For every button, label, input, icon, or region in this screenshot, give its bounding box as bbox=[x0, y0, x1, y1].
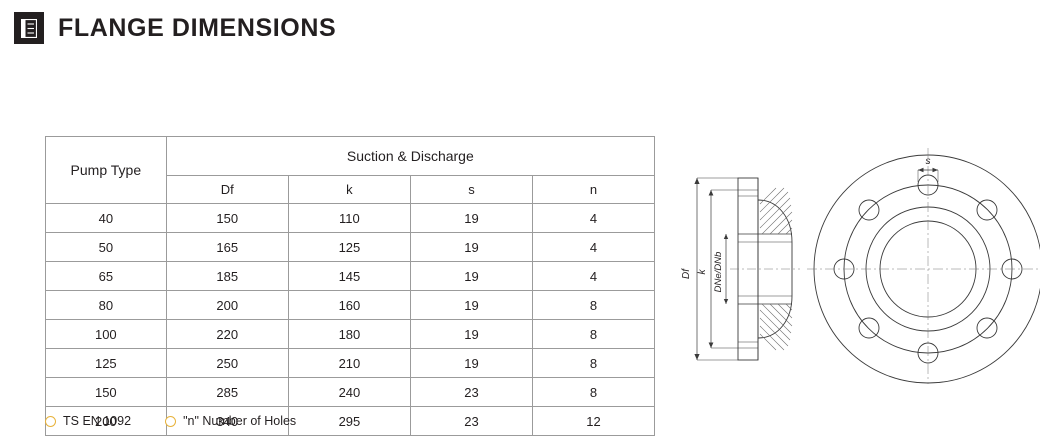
flange-technical-drawing: Df k DNe/DNb s bbox=[680, 138, 1040, 384]
cell-k: 145 bbox=[287, 261, 412, 291]
cell-s: 19 bbox=[410, 203, 533, 233]
cell-s: 23 bbox=[410, 406, 533, 436]
circle-marker-icon bbox=[45, 415, 56, 427]
table-row: 100 220 180 19 8 bbox=[45, 319, 656, 349]
cell-k: 295 bbox=[287, 406, 412, 436]
cell-s: 19 bbox=[410, 319, 533, 349]
table-head: Pump Type Suction & Discharge Df k s n bbox=[45, 136, 656, 204]
label-s: s bbox=[926, 156, 931, 167]
table-row: 40 150 110 19 4 bbox=[45, 203, 656, 233]
cell-pump-type: 50 bbox=[45, 232, 167, 262]
cell-n: 4 bbox=[531, 261, 656, 291]
legend: TS EN 1092 "n" Number of Holes bbox=[45, 414, 296, 428]
cell-df: 340 bbox=[165, 406, 289, 436]
cell-k: 240 bbox=[287, 377, 412, 407]
column-header-pump-type: Pump Type bbox=[45, 136, 167, 204]
cell-s: 19 bbox=[410, 290, 533, 320]
legend-item-label: "n" Number of Holes bbox=[183, 414, 297, 428]
cell-n: 8 bbox=[531, 290, 656, 320]
cell-df: 165 bbox=[165, 232, 289, 262]
cell-n: 4 bbox=[531, 232, 656, 262]
label-df: Df bbox=[681, 268, 692, 279]
page-header: FLANGE DIMENSIONS bbox=[14, 12, 336, 44]
legend-item-holes: "n" Number of Holes bbox=[165, 414, 296, 428]
cell-df: 200 bbox=[165, 290, 289, 320]
cell-k: 125 bbox=[287, 232, 412, 262]
cell-k: 160 bbox=[287, 290, 412, 320]
column-header-k: k bbox=[287, 175, 412, 204]
cell-n: 4 bbox=[531, 203, 656, 233]
cell-pump-type: 80 bbox=[45, 290, 167, 320]
legend-item-standard: TS EN 1092 bbox=[45, 414, 131, 428]
cell-s: 19 bbox=[410, 232, 533, 262]
column-header-n: n bbox=[531, 175, 656, 204]
cell-df: 185 bbox=[165, 261, 289, 291]
cell-pump-type: 65 bbox=[45, 261, 167, 291]
circle-marker-icon bbox=[165, 415, 177, 427]
column-header-s: s bbox=[410, 175, 533, 204]
cell-pump-type: 100 bbox=[45, 319, 167, 349]
label-k: k bbox=[697, 269, 708, 275]
table-row: 50 165 125 19 4 bbox=[45, 232, 656, 262]
table-row: 150 285 240 23 8 bbox=[45, 377, 656, 407]
cell-k: 180 bbox=[287, 319, 412, 349]
label-dne-dnb: DNe/DNb bbox=[713, 252, 724, 293]
table-row: 200 340 295 23 12 bbox=[45, 406, 656, 436]
table-row: 65 185 145 19 4 bbox=[45, 261, 656, 291]
legend-item-label: TS EN 1092 bbox=[63, 414, 132, 428]
document-list-icon bbox=[14, 12, 44, 44]
cell-pump-type: 125 bbox=[45, 348, 167, 378]
cell-pump-type: 150 bbox=[45, 377, 167, 407]
cell-n: 8 bbox=[531, 377, 656, 407]
table-body: 40 150 110 19 4 50 165 125 19 4 65 185 1… bbox=[45, 203, 656, 436]
table-row: 125 250 210 19 8 bbox=[45, 348, 656, 378]
cell-k: 110 bbox=[287, 203, 412, 233]
page-title: FLANGE DIMENSIONS bbox=[58, 13, 337, 42]
cell-n: 8 bbox=[531, 319, 656, 349]
cell-n: 8 bbox=[531, 348, 656, 378]
flange-dimensions-table-container: Pump Type Suction & Discharge Df k s n 4… bbox=[45, 136, 656, 436]
table-header-row-1: Pump Type Suction & Discharge bbox=[45, 136, 656, 204]
cell-pump-type: 40 bbox=[45, 203, 167, 233]
table-row: 80 200 160 19 8 bbox=[45, 290, 656, 320]
cell-s: 19 bbox=[410, 348, 533, 378]
column-group-header-suction-discharge: Suction & Discharge bbox=[165, 136, 656, 176]
flange-dimensions-table: Pump Type Suction & Discharge Df k s n 4… bbox=[45, 136, 656, 436]
cell-s: 23 bbox=[410, 377, 533, 407]
column-header-df: Df bbox=[165, 175, 289, 204]
cell-k: 210 bbox=[287, 348, 412, 378]
cell-pump-type: 200 bbox=[45, 406, 167, 436]
cell-n: 12 bbox=[531, 406, 656, 436]
cell-s: 19 bbox=[410, 261, 533, 291]
cell-df: 150 bbox=[165, 203, 289, 233]
cell-df: 250 bbox=[165, 348, 289, 378]
cell-df: 285 bbox=[165, 377, 289, 407]
cell-df: 220 bbox=[165, 319, 289, 349]
